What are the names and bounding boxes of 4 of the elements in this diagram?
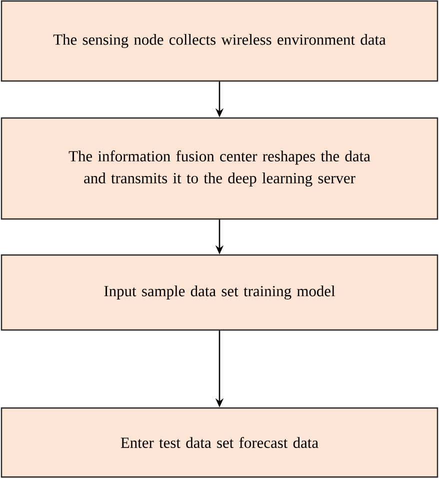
process-box: The information fusion center reshapes the data and transmits it to the deep learning server [0,117,438,220]
process-box: Input sample data set training model [0,254,438,331]
process-box: Enter test data set forecast data [0,407,438,478]
process-box: The sensing node collects wireless environment data [0,0,438,82]
